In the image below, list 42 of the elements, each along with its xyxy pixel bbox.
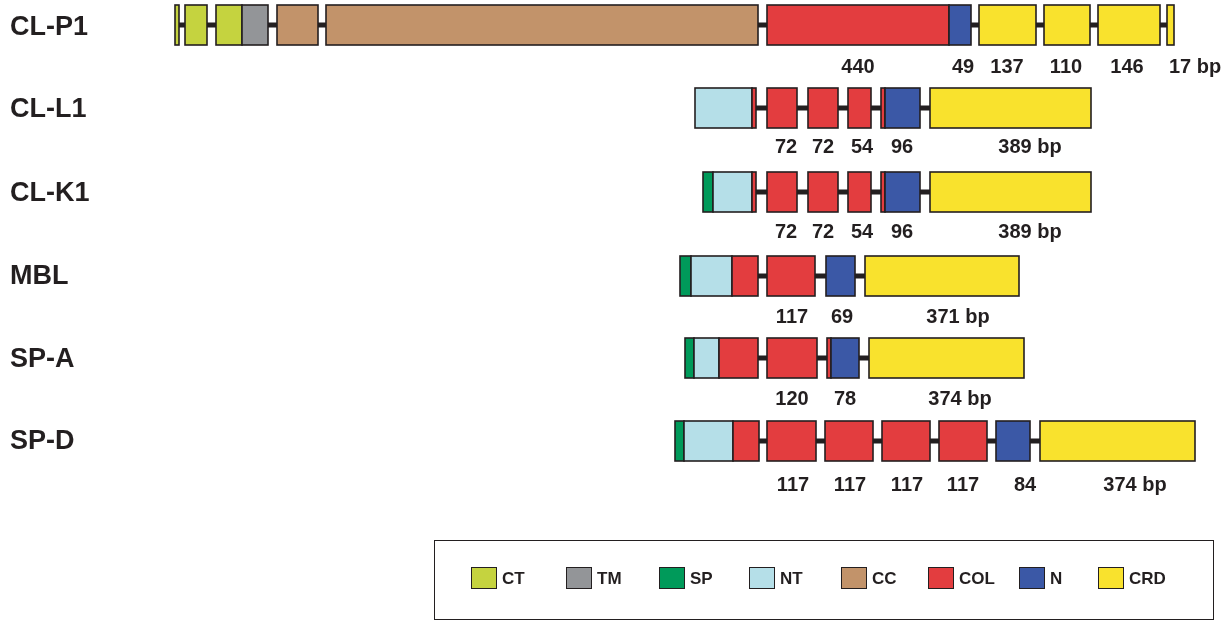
legend-label: CT: [502, 569, 525, 587]
legend-label: CC: [872, 569, 897, 587]
gene-name: SP-A: [10, 344, 75, 372]
exon-length: 389 bp: [998, 221, 1062, 241]
exon-length: 146: [1110, 56, 1144, 76]
legend-label: COL: [959, 569, 995, 587]
exon-length: 84: [1013, 474, 1037, 494]
exon-length: 110: [1049, 56, 1083, 76]
exon-length: 389 bp: [998, 136, 1062, 156]
exon-length: 96: [890, 221, 914, 241]
exon-length: 117: [775, 306, 809, 326]
exon-length: 440: [841, 56, 875, 76]
exon-length: 72: [811, 221, 835, 241]
exon-length: 72: [811, 136, 835, 156]
exon-length: 72: [774, 221, 798, 241]
gene-name: CL-L1: [10, 94, 87, 122]
exon-length: 117: [946, 474, 980, 494]
exon-length: 49: [951, 56, 975, 76]
exon-length: 96: [890, 136, 914, 156]
legend-label: TM: [597, 569, 622, 587]
exon-length: 54: [850, 221, 874, 241]
exon-length: 17 bp: [1168, 56, 1222, 76]
gene-name: MBL: [10, 261, 69, 289]
exon-length: 117: [776, 474, 810, 494]
exon-length: 54: [850, 136, 874, 156]
gene-name: CL-K1: [10, 178, 90, 206]
gene-name: SP-D: [10, 426, 75, 454]
exon-length: 137: [990, 56, 1024, 76]
exon-length: 78: [833, 388, 857, 408]
legend-label: CRD: [1129, 569, 1166, 587]
legend-label: N: [1050, 569, 1063, 587]
legend-label: SP: [690, 569, 713, 587]
exon-length: 371 bp: [926, 306, 990, 326]
legend-label: NT: [780, 569, 803, 587]
exon-length: 374 bp: [1103, 474, 1167, 494]
exon-length: 117: [890, 474, 924, 494]
exon-length: 374 bp: [928, 388, 992, 408]
exon-length: 117: [833, 474, 867, 494]
exon-length: 69: [830, 306, 854, 326]
exon-length: 120: [775, 388, 809, 408]
gene-name: CL-P1: [10, 12, 88, 40]
exon-length: 72: [774, 136, 798, 156]
